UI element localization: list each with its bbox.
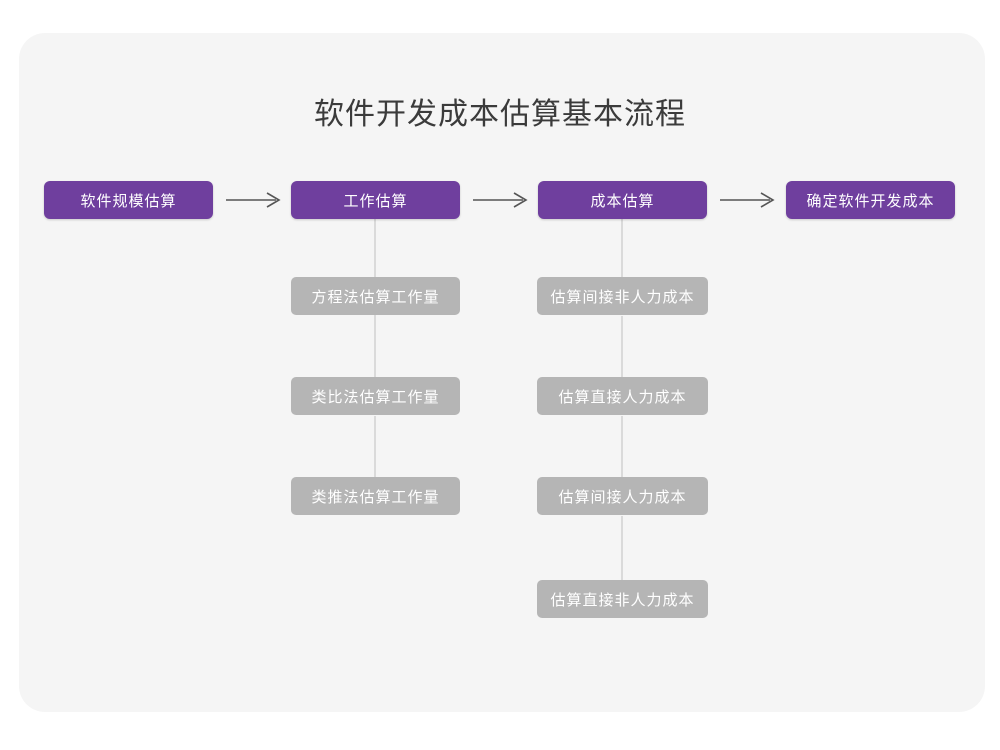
stage-node-2[interactable]: 工作估算: [291, 181, 460, 219]
substep-node-stage2-3[interactable]: 类推法估算工作量: [291, 477, 460, 515]
substep-node-stage3-1[interactable]: 估算间接非人力成本: [537, 277, 708, 315]
connector-line-stage2-sub2: [374, 315, 376, 379]
stage-node-4[interactable]: 确定软件开发成本: [786, 181, 955, 219]
connector-line-stage3-sub1: [621, 219, 623, 279]
substep-node-stage3-4[interactable]: 估算直接非人力成本: [537, 580, 708, 618]
substep-node-stage3-2[interactable]: 估算直接人力成本: [537, 377, 708, 415]
arrow-stage2-to-stage3: [471, 188, 533, 212]
connector-line-stage3-sub3: [621, 416, 623, 479]
connector-line-stage2-sub3: [374, 416, 376, 479]
connector-line-stage3-sub2: [621, 316, 623, 379]
diagram-card: [19, 33, 985, 712]
page-title: 软件开发成本估算基本流程: [314, 98, 686, 131]
stage-node-1[interactable]: 软件规模估算: [44, 181, 213, 219]
connector-line-stage3-sub4: [621, 516, 623, 580]
stage-node-3[interactable]: 成本估算: [538, 181, 707, 219]
substep-node-stage2-2[interactable]: 类比法估算工作量: [291, 377, 460, 415]
connector-line-stage2-sub1: [374, 219, 376, 279]
substep-node-stage3-3[interactable]: 估算间接人力成本: [537, 477, 708, 515]
arrow-stage1-to-stage2: [224, 188, 286, 212]
substep-node-stage2-1[interactable]: 方程法估算工作量: [291, 277, 460, 315]
arrow-stage3-to-stage4: [718, 188, 780, 212]
